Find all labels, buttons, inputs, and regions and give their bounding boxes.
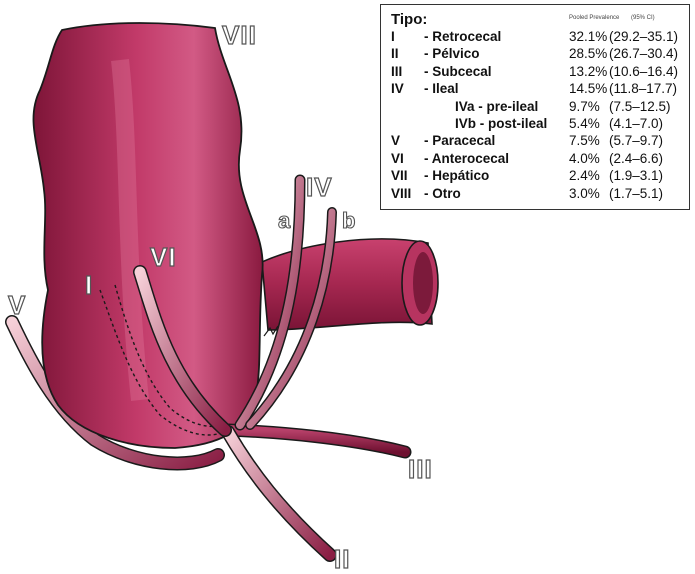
- legend-prevalence: 9.7%: [569, 98, 600, 115]
- legend-code: III: [391, 63, 402, 80]
- legend-ci: (7.5–12.5): [609, 98, 671, 115]
- legend-ci: (1.7–5.1): [609, 185, 663, 202]
- legend-row: VI - Anterocecal 4.0% (2.4–6.6): [391, 150, 681, 167]
- legend-name: - Anterocecal: [424, 150, 509, 167]
- legend-code: V: [391, 132, 400, 149]
- label-II: II: [334, 544, 350, 574]
- legend-row: IVb - post-ileal 5.4% (4.1–7.0): [391, 115, 681, 132]
- legend-row: IV - Ileal 14.5%(11.8–17.7): [391, 80, 681, 97]
- legend-ci: (5.7–9.7): [609, 132, 663, 149]
- legend-name: - Pélvico: [424, 45, 480, 62]
- legend-ci: (11.8–17.7): [609, 80, 677, 97]
- legend-ci: (29.2–35.1): [609, 28, 678, 45]
- cecum: [33, 23, 262, 448]
- legend-name: IVb - post-ileal: [455, 115, 547, 132]
- legend-name: IVa - pre-ileal: [455, 98, 538, 115]
- legend-row: IVa - pre-ileal 9.7% (7.5–12.5): [391, 98, 681, 115]
- legend-prevalence: 4.0%: [569, 150, 600, 167]
- label-a: a: [278, 208, 291, 233]
- legend-ci: (10.6–16.4): [609, 63, 678, 80]
- legend-name: - Paracecal: [424, 132, 495, 149]
- legend-prevalence: 14.5%: [569, 80, 607, 97]
- legend-row: I - Retrocecal 32.1%(29.2–35.1): [391, 28, 681, 45]
- legend-prevalence: 3.0%: [569, 185, 600, 202]
- legend-code: VIII: [391, 185, 411, 202]
- legend-prevalence: 7.5%: [569, 132, 600, 149]
- legend-header-prevalence: Pooled Prevalence: [569, 15, 619, 21]
- legend-ci: (1.9–3.1): [609, 167, 663, 184]
- legend-name: - Ileal: [424, 80, 459, 97]
- legend-name: - Retrocecal: [424, 28, 501, 45]
- label-V: V: [8, 290, 26, 320]
- legend-prevalence: 13.2%: [569, 63, 607, 80]
- legend-row: III - Subcecal 13.2%(10.6–16.4): [391, 63, 681, 80]
- legend-box: Tipo: Pooled Prevalence (95% CI) I- Retr…: [380, 4, 690, 210]
- legend-name: - Otro: [424, 185, 461, 202]
- legend-header-ci: (95% CI): [631, 15, 655, 21]
- label-VI: VI: [150, 242, 177, 272]
- label-I: I: [85, 270, 93, 300]
- legend-row: V - Paracecal 7.5% (5.7–9.7): [391, 132, 681, 149]
- legend-ci: (26.7–30.4): [609, 45, 678, 62]
- legend-code: II: [391, 45, 399, 62]
- legend-row: VII - Hepático 2.4% (1.9–3.1): [391, 167, 681, 184]
- legend-prevalence: 32.1%: [569, 28, 607, 45]
- legend-prevalence: 2.4%: [569, 167, 600, 184]
- legend-name: - Hepático: [424, 167, 489, 184]
- legend-prevalence: 28.5%: [569, 45, 607, 62]
- label-IV: IV: [306, 172, 333, 202]
- legend-prevalence: 5.4%: [569, 115, 600, 132]
- label-III: III: [408, 454, 433, 484]
- legend-row: II - Pélvico 28.5%(26.7–30.4): [391, 45, 681, 62]
- legend-ci: (2.4–6.6): [609, 150, 663, 167]
- label-b: b: [342, 208, 355, 233]
- legend-rows: I - Retrocecal 32.1%(29.2–35.1) II - Pélvico…: [391, 28, 681, 202]
- label-VII: VII: [222, 20, 257, 50]
- legend-name: - Subcecal: [424, 63, 492, 80]
- legend-row: VIII - Otro 3.0% (1.7–5.1): [391, 185, 681, 202]
- legend-code: VI: [391, 150, 404, 167]
- legend-code: I: [391, 28, 395, 45]
- legend-ci: (4.1–7.0): [609, 115, 663, 132]
- legend-code: IV: [391, 80, 404, 97]
- legend-code: VII: [391, 167, 408, 184]
